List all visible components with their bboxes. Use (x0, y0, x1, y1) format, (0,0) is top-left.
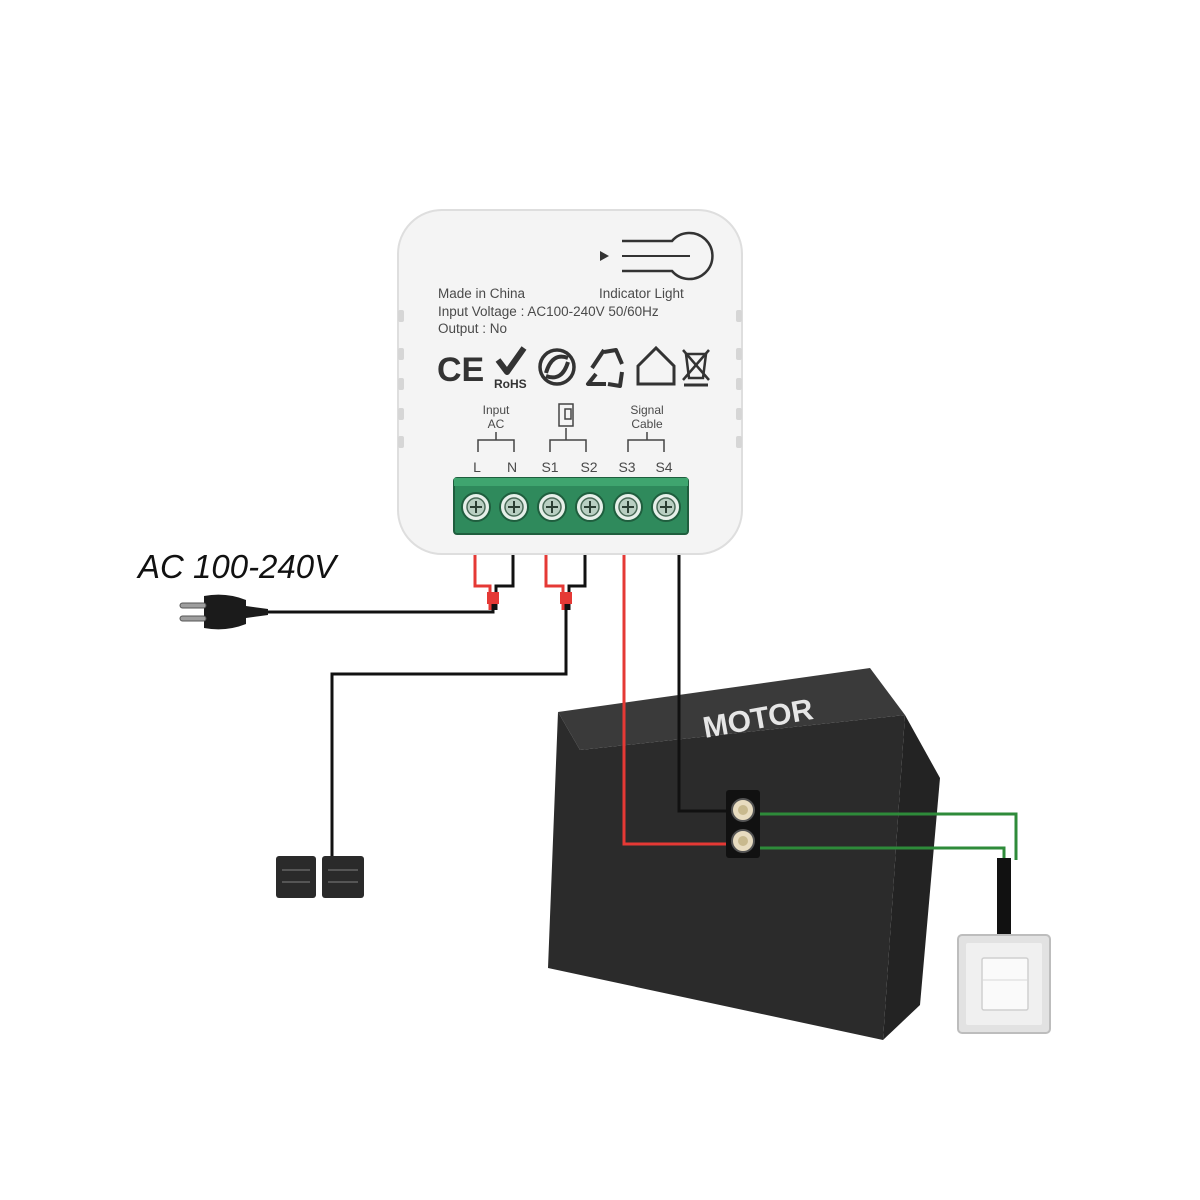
motor-front-face (548, 712, 905, 1040)
motor: MOTOR (548, 668, 940, 1040)
ce-mark-icon: CE (437, 351, 484, 389)
output-text: Output : No (438, 321, 507, 336)
contact-sensor (322, 856, 364, 898)
input-group-label: Input (483, 403, 510, 417)
green-dot-icon (538, 348, 576, 386)
svg-text:RoHS: RoHS (494, 377, 527, 391)
terminal-label-s2: S2 (580, 459, 597, 475)
motor-side-face (883, 715, 940, 1040)
plug-cable-sleeve (487, 592, 499, 604)
crossed-bin-icon (682, 349, 710, 387)
input-group-label: AC (488, 417, 505, 431)
eu-plug-icon (179, 594, 268, 630)
contact-magnet (276, 856, 316, 898)
terminal-screw-l (461, 492, 491, 522)
contact-cable-sleeve (560, 592, 572, 604)
contact-symbol-icon (558, 403, 574, 427)
recycle-icon (586, 348, 624, 388)
terminal-screws (461, 492, 681, 522)
terminal-screw-s4 (651, 492, 681, 522)
switch-cable (997, 858, 1011, 938)
terminal-screw-s2 (575, 492, 605, 522)
wall-switch-icon (957, 934, 1051, 1034)
terminal-label-s4: S4 (655, 459, 672, 475)
s4-wire (677, 552, 727, 813)
signal-group-label: Signal (630, 403, 663, 417)
signal-wire-2 (760, 846, 1006, 860)
motor-terminal-block (726, 790, 760, 858)
terminal-label-s1: S1 (541, 459, 558, 475)
contact-cable (330, 604, 568, 858)
terminal-label-s3: S3 (618, 459, 635, 475)
house-icon (636, 345, 676, 386)
indicator-pointer-icon (600, 251, 609, 261)
indicator-light-icon (600, 231, 714, 281)
terminal-label-n: N (507, 459, 517, 475)
door-contact-icon (276, 856, 364, 898)
terminal-screw-n (499, 492, 529, 522)
ac-voltage-label: AC 100-240V (138, 548, 337, 585)
made-in-text: Made in China (438, 286, 526, 301)
terminal-label-l: L (473, 459, 481, 475)
terminal-screw-s1 (537, 492, 567, 522)
smart-module: Made in China Indicator Light Input Volt… (397, 209, 743, 555)
indicator-light-text: Indicator Light (599, 286, 684, 301)
terminal-screw-s3 (613, 492, 643, 522)
signal-wire-1 (760, 812, 1018, 860)
input-voltage-text: Input Voltage : AC100-240V 50/60Hz (438, 304, 659, 319)
rohs-check-icon: RoHS (494, 346, 527, 391)
plug-cable (268, 600, 495, 614)
s3-wire (622, 552, 727, 846)
motor-top-face (558, 668, 905, 750)
signal-group-label: Cable (631, 417, 663, 431)
